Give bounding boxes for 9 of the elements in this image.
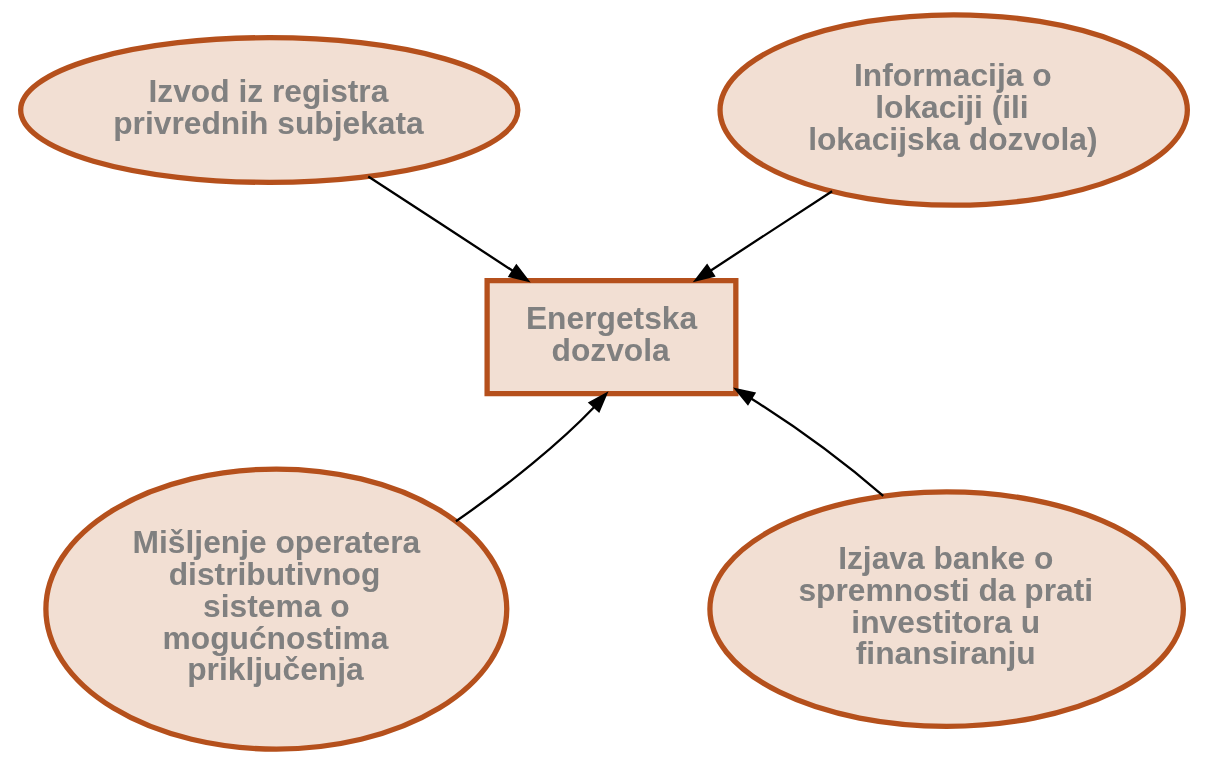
node-ellipse: Izjava banke o spremnosti da prati investitora u finansiranju [706,489,1186,729]
node-ellipse: Izvod iz registra privrednih subjekata [17,35,520,185]
arrow [732,387,884,497]
arrow [367,175,531,283]
node-ellipse: Informacija o lokaciji (ili lokacijska dozvola) [716,12,1190,208]
arrow [454,391,609,523]
node-box: Energetska dozvola [483,278,738,397]
arrow [692,190,833,283]
node-ellipse: Mišljenje operatera distributivnog sistema o mogućnostima priključenja [42,466,509,752]
